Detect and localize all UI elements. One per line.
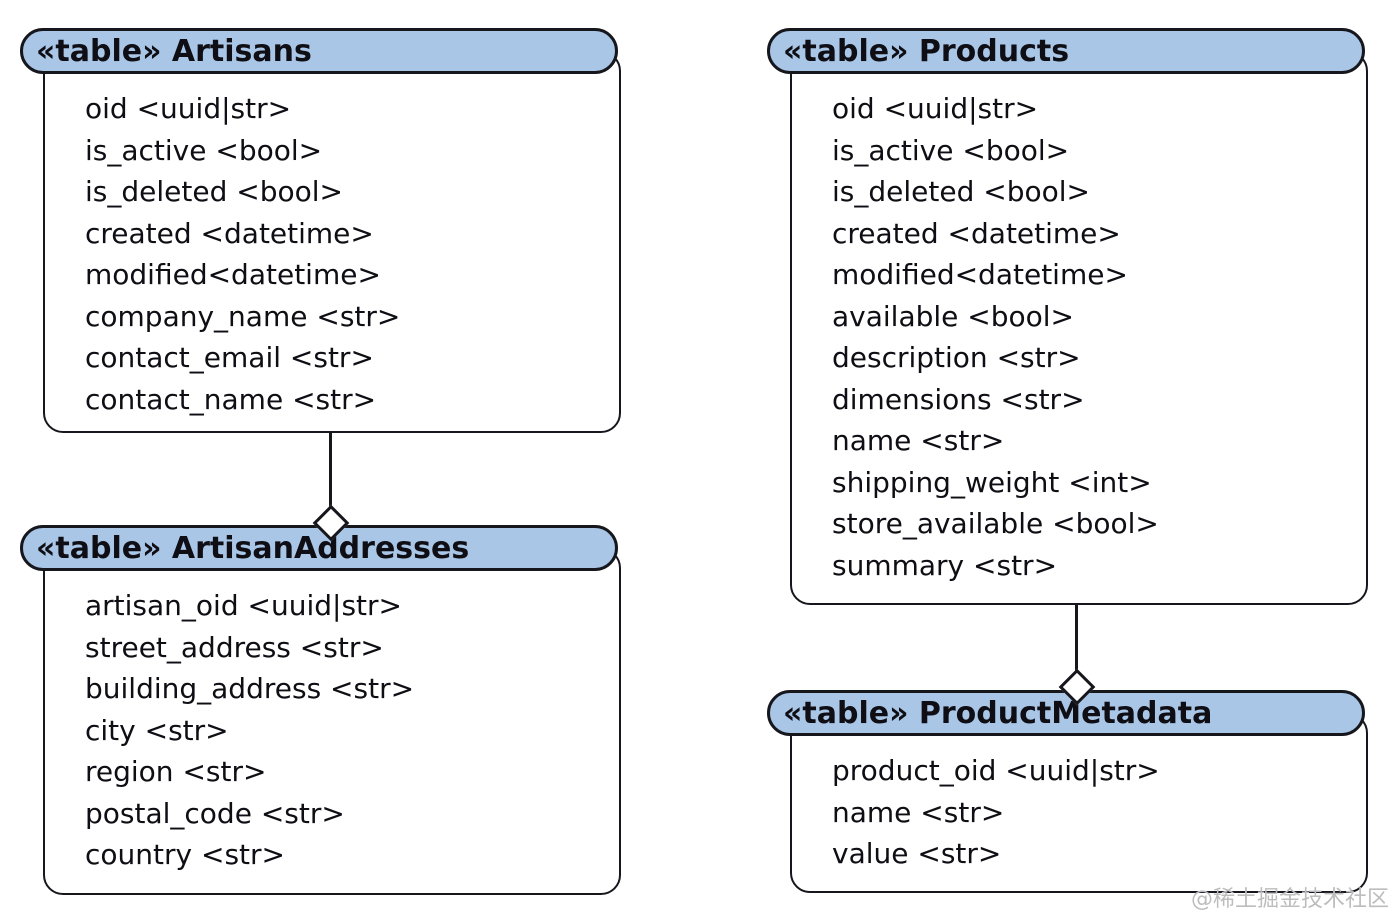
field-row: created <datetime> (85, 216, 374, 250)
field-row: is_active <bool> (832, 133, 1070, 167)
field-row: building_address <str> (85, 672, 415, 705)
field-list-products: oid <uuid|str> is_active <bool> is_deleted… (792, 53, 1366, 586)
table-header-artisanaddresses: «table» ArtisanAddresses (20, 525, 618, 571)
field-row: modified<datetime> (85, 258, 381, 291)
relation-line-products-productmetadata (1075, 603, 1078, 673)
table-body-artisanaddresses: artisan_oid <uuid|str> street_address <st… (43, 548, 621, 895)
field-row: contact_name <str> (85, 382, 377, 416)
field-row: region <str> (85, 755, 267, 788)
field-list-artisans: oid <uuid|str> is_active <bool> is_deleted… (45, 53, 619, 420)
field-row: postal_code <str> (85, 796, 345, 830)
field-row: description <str> (832, 341, 1081, 374)
table-body-artisans: oid <uuid|str> is_active <bool> is_deleted… (43, 51, 621, 433)
field-row: is_active <bool> (85, 133, 323, 167)
field-row: value <str> (832, 837, 1002, 870)
table-body-products: oid <uuid|str> is_active <bool> is_deleted… (790, 51, 1368, 605)
field-row: city <str> (85, 713, 229, 747)
field-row: product_oid <uuid|str> (832, 754, 1160, 787)
field-row: oid <uuid|str> (832, 92, 1039, 125)
field-row: is_deleted <bool> (832, 175, 1090, 208)
watermark: @稀土掘金技术社区 (1190, 887, 1389, 912)
table-title-artisanaddresses: «table» ArtisanAddresses (36, 530, 470, 566)
table-body-productmetadata: product_oid <uuid|str> name <str> value <s… (790, 713, 1368, 893)
table-header-artisans: «table» Artisans (20, 28, 618, 74)
table-header-products: «table» Products (767, 28, 1365, 74)
field-list-productmetadata: product_oid <uuid|str> name <str> value <s… (792, 715, 1366, 875)
field-row: contact_email <str> (85, 341, 374, 374)
field-row: modified<datetime> (832, 258, 1128, 291)
table-title-artisans: «table» Artisans (36, 33, 312, 69)
field-row: shipping_weight <int> (832, 465, 1152, 499)
field-row: artisan_oid <uuid|str> (85, 589, 402, 622)
field-row: name <str> (832, 424, 1005, 457)
field-row: oid <uuid|str> (85, 92, 292, 125)
field-row: available <bool> (832, 299, 1075, 333)
field-row: company_name <str> (85, 299, 401, 333)
field-row: dimensions <str> (832, 382, 1085, 416)
field-row: street_address <str> (85, 630, 384, 664)
field-row: store_available <bool> (832, 507, 1159, 540)
field-row: country <str> (85, 838, 285, 871)
table-title-products: «table» Products (783, 33, 1070, 69)
field-row: name <str> (832, 795, 1005, 829)
field-row: summary <str> (832, 548, 1058, 582)
field-row: is_deleted <bool> (85, 175, 343, 208)
relation-line-artisans-artisanaddresses (329, 431, 332, 509)
field-list-artisanaddresses: artisan_oid <uuid|str> street_address <st… (45, 550, 619, 876)
table-header-productmetadata: «table» ProductMetadata (767, 690, 1365, 736)
table-title-productmetadata: «table» ProductMetadata (783, 695, 1213, 731)
field-row: created <datetime> (832, 216, 1121, 250)
